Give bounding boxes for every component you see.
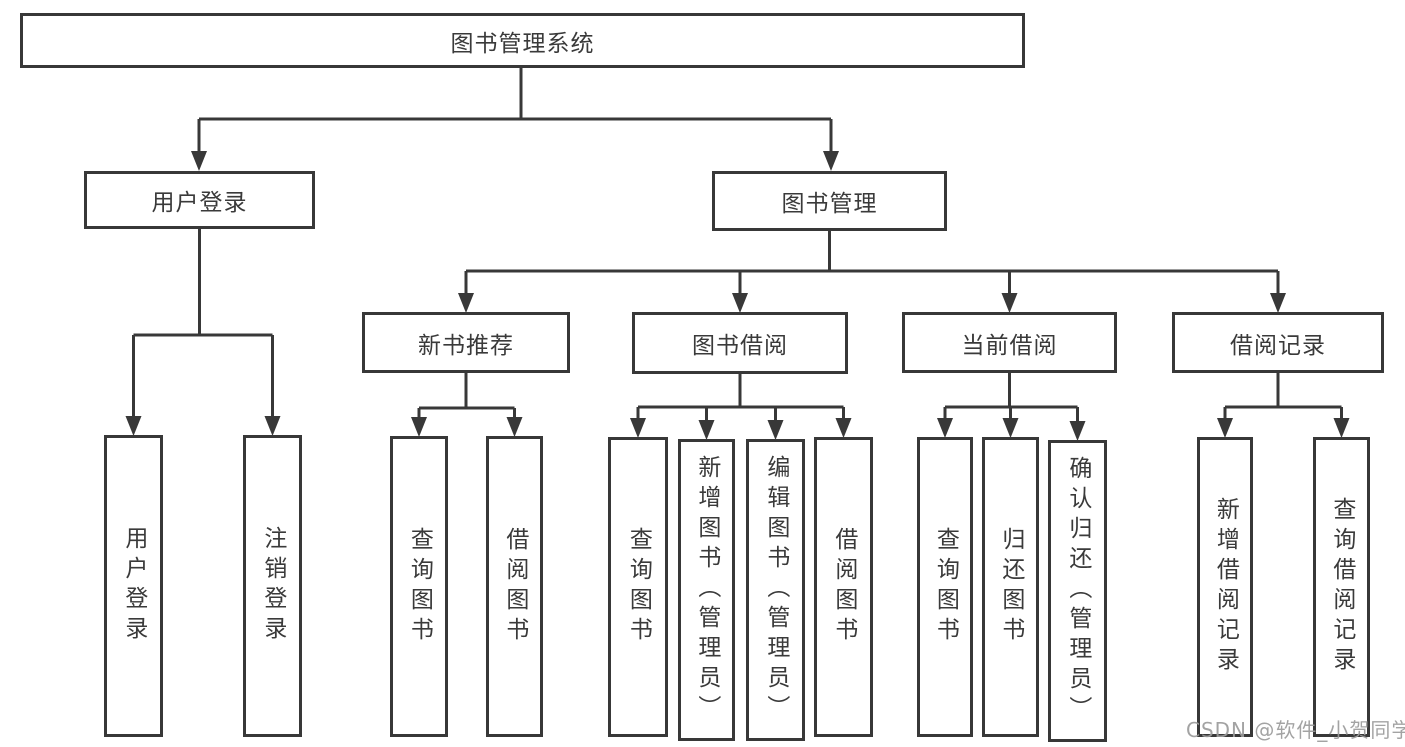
leaf-current-return-books: 归还图书 [982, 437, 1039, 737]
node-borrowing-records: 借阅记录 [1172, 312, 1384, 373]
node-current-borrowing: 当前借阅 [902, 312, 1117, 373]
node-new-book-recommendation-label: 新书推荐 [418, 332, 514, 359]
leaf-borrowing-edit-books-admin: 编辑图书（管理员） [746, 439, 805, 741]
leaf-borrowing-query-books: 查询图书 [608, 437, 668, 737]
node-new-book-recommendation: 新书推荐 [362, 312, 570, 373]
leaf-recommend-query-books: 查询图书 [390, 436, 448, 737]
leaf-records-query-record: 查询借阅记录 [1313, 437, 1370, 737]
leaf-records-query-record-label: 查询借阅记录 [1328, 497, 1355, 677]
node-current-borrowing-label: 当前借阅 [961, 332, 1058, 359]
leaf-current-query-books: 查询图书 [917, 437, 973, 737]
leaf-borrowing-add-books-admin-label: 新增图书（管理员） [693, 455, 720, 725]
leaf-records-add-record: 新增借阅记录 [1197, 437, 1253, 737]
leaf-logout-label: 注销登录 [259, 526, 286, 646]
node-library-management-system: 图书管理系统 [20, 13, 1025, 68]
leaf-borrowing-edit-books-admin-label: 编辑图书（管理员） [762, 455, 789, 725]
leaf-logout: 注销登录 [243, 435, 302, 737]
node-book-borrowing-label: 图书借阅 [692, 333, 788, 359]
leaf-borrowing-borrow-books: 借阅图书 [814, 437, 873, 737]
leaf-user-login: 用户登录 [104, 435, 163, 737]
leaf-recommend-query-books-label: 查询图书 [406, 526, 433, 647]
node-user-login-label: 用户登录 [151, 190, 248, 216]
leaf-recommend-borrow-books: 借阅图书 [486, 436, 543, 737]
node-library-management-system-label: 图书管理系统 [450, 30, 595, 57]
node-borrowing-records-label: 借阅记录 [1230, 332, 1326, 359]
leaf-user-login-label: 用户登录 [120, 526, 147, 646]
leaf-borrowing-query-books-label: 查询图书 [625, 527, 652, 647]
node-book-borrowing: 图书借阅 [632, 312, 848, 374]
node-book-management: 图书管理 [712, 171, 947, 231]
arrowheads [125, 151, 1350, 441]
leaf-current-confirm-return-admin-label: 确认归还（管理员） [1064, 456, 1091, 726]
leaf-records-add-record-label: 新增借阅记录 [1212, 497, 1239, 677]
node-book-management-label: 图书管理 [781, 191, 878, 217]
leaf-current-query-books-label: 查询图书 [932, 527, 959, 647]
leaf-borrowing-borrow-books-label: 借阅图书 [830, 527, 857, 647]
leaf-current-return-books-label: 归还图书 [997, 527, 1024, 647]
leaf-recommend-borrow-books-label: 借阅图书 [501, 526, 528, 647]
node-user-login: 用户登录 [84, 171, 315, 229]
leaf-borrowing-add-books-admin: 新增图书（管理员） [678, 439, 735, 741]
watermark: CSDN @软件_小贺同学 [1186, 718, 1405, 742]
leaf-current-confirm-return-admin: 确认归还（管理员） [1048, 440, 1107, 742]
